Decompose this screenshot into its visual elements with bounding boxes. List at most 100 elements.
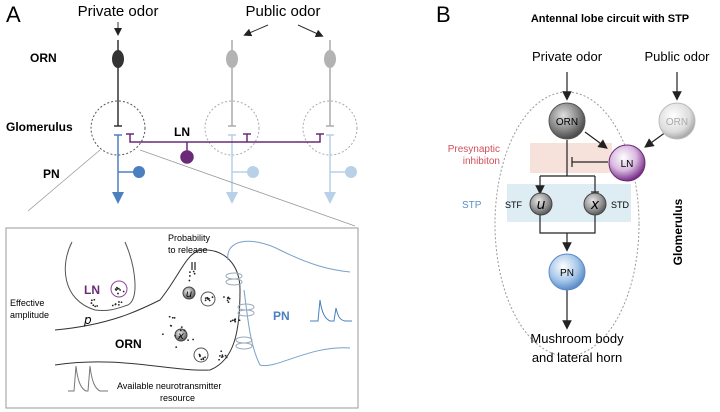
receptor-channels	[225, 272, 255, 350]
neurotransmitter-dot	[225, 356, 228, 359]
neurotransmitter-dot	[180, 326, 183, 329]
neurotransmitter-dot	[93, 298, 96, 301]
b-u-symbol: u	[537, 197, 546, 213]
effective-amplitude-label-2: amplitude	[10, 310, 49, 320]
neurotransmitter-dot	[193, 272, 196, 275]
neurotransmitter-dot	[218, 358, 220, 361]
neurotransmitter-dot	[90, 302, 93, 304]
b-public-odor-label: Public odor	[644, 49, 710, 64]
neurotransmitter-dot	[234, 320, 237, 323]
inset-synapse	[54, 240, 351, 371]
neurotransmitter-dot	[208, 299, 211, 302]
probability-label-1: Probability	[168, 233, 211, 243]
b-connections	[535, 72, 682, 330]
neurotransmitter-dot	[204, 356, 206, 359]
glomerulus-circle-public-2	[302, 100, 358, 156]
neurotransmitter-dot	[90, 299, 93, 302]
neurotransmitter-dot	[198, 354, 201, 357]
orn-label: ORN	[30, 51, 57, 65]
neurotransmitter-dot	[228, 297, 231, 300]
neurotransmitter-dot	[208, 297, 210, 300]
stf-label: STF	[505, 200, 523, 210]
zoom-line-left	[27, 149, 101, 212]
neurotransmitter-dot	[94, 305, 97, 308]
neurotransmitter-dot	[200, 358, 203, 361]
neurotransmitter-dot	[116, 286, 118, 289]
neurotransmitter-dot	[187, 339, 189, 342]
neurotransmitter-dot	[116, 288, 119, 290]
neurotransmitter-dot	[173, 316, 176, 319]
presynaptic-label-2: inhibiton	[463, 156, 500, 167]
u-node-b	[529, 192, 553, 216]
neurotransmitter-dot	[174, 334, 177, 337]
output-label-1: Mushroom body	[530, 331, 624, 346]
pn-node	[548, 253, 586, 291]
pn-private	[112, 134, 145, 204]
x-node-b	[583, 192, 607, 216]
presynaptic-label-1: Presynaptic	[448, 144, 500, 155]
ln-node	[608, 144, 646, 182]
neurotransmitter-dot	[211, 296, 214, 299]
inset-orn-label: ORN	[115, 337, 142, 351]
neurotransmitter-dot	[188, 275, 191, 277]
neurotransmitter-dot	[238, 319, 241, 322]
neurotransmitter-dot	[117, 292, 119, 295]
panel-a-letter: A	[6, 2, 21, 27]
ln-label: LN	[174, 125, 190, 139]
inset-box	[5, 227, 359, 409]
presynaptic-inhibition-box	[530, 143, 612, 173]
pn-label: PN	[43, 167, 60, 181]
neurotransmitter-dot	[188, 279, 191, 282]
glomerulus-label: Glomerulus	[6, 120, 73, 134]
vesicle	[193, 347, 209, 363]
resource-label-1: Available neurotransmitter	[117, 381, 221, 391]
pn-spike-trace	[310, 299, 352, 322]
probability-label-2: to release	[168, 245, 208, 255]
neurotransmitter-dot	[171, 316, 174, 319]
neurotransmitter-dot	[169, 324, 172, 327]
neurotransmitter-dot	[120, 301, 123, 304]
effective-amplitude-label-1: Effective	[10, 298, 44, 308]
u-symbol: u	[186, 289, 192, 300]
neurotransmitter-dot	[206, 296, 209, 299]
public-odor-label: Public odor	[245, 3, 320, 20]
public-odor-arrow-left	[243, 24, 269, 37]
neurotransmitter-dot	[179, 329, 182, 332]
neurotransmitter-dot	[221, 355, 224, 358]
std-label: STD	[611, 200, 630, 210]
neurotransmitter-dot	[223, 296, 225, 298]
pn-public-1	[226, 134, 259, 204]
neurotransmitter-dot	[226, 297, 229, 299]
neurotransmitter-dot	[122, 290, 125, 293]
u-node	[182, 286, 196, 300]
orn-private	[112, 40, 124, 127]
neurotransmitter-dot	[117, 303, 120, 306]
neurotransmitter-dot	[221, 354, 224, 357]
neurotransmitter-dot	[178, 336, 181, 338]
orn-node	[548, 102, 586, 140]
neurotransmitter-dot	[115, 289, 118, 291]
neurotransmitter-dot	[224, 354, 227, 357]
zoom-line-right	[139, 149, 356, 227]
orn-public-node-label: ORN	[666, 117, 688, 128]
neurotransmitter-dot	[231, 319, 234, 322]
glomerulus-circle-public-1	[204, 100, 260, 156]
x-symbol: x	[177, 331, 184, 342]
neurotransmitter-dot	[233, 319, 236, 322]
neurotransmitter-dot	[204, 299, 207, 302]
resource-label-2: resource	[160, 393, 195, 403]
output-label-2: and lateral horn	[532, 350, 622, 365]
orn-node-label: ORN	[556, 117, 578, 128]
panel-b-title: Antennal lobe circuit with STP	[531, 13, 689, 25]
ln-node-label: LN	[621, 159, 634, 170]
neurotransmitter-dot	[114, 303, 117, 305]
neurotransmitter-dot	[175, 346, 178, 349]
neurotransmitter-dot	[183, 329, 186, 332]
pn-node-label: PN	[560, 268, 574, 279]
neurotransmitter-dot	[96, 305, 99, 307]
neurotransmitter-dot	[226, 299, 229, 302]
neurotransmitter-dot	[202, 357, 205, 360]
b-x-symbol: x	[590, 197, 600, 213]
neurotransmitter-dot	[92, 304, 95, 307]
stp-box	[507, 184, 631, 222]
